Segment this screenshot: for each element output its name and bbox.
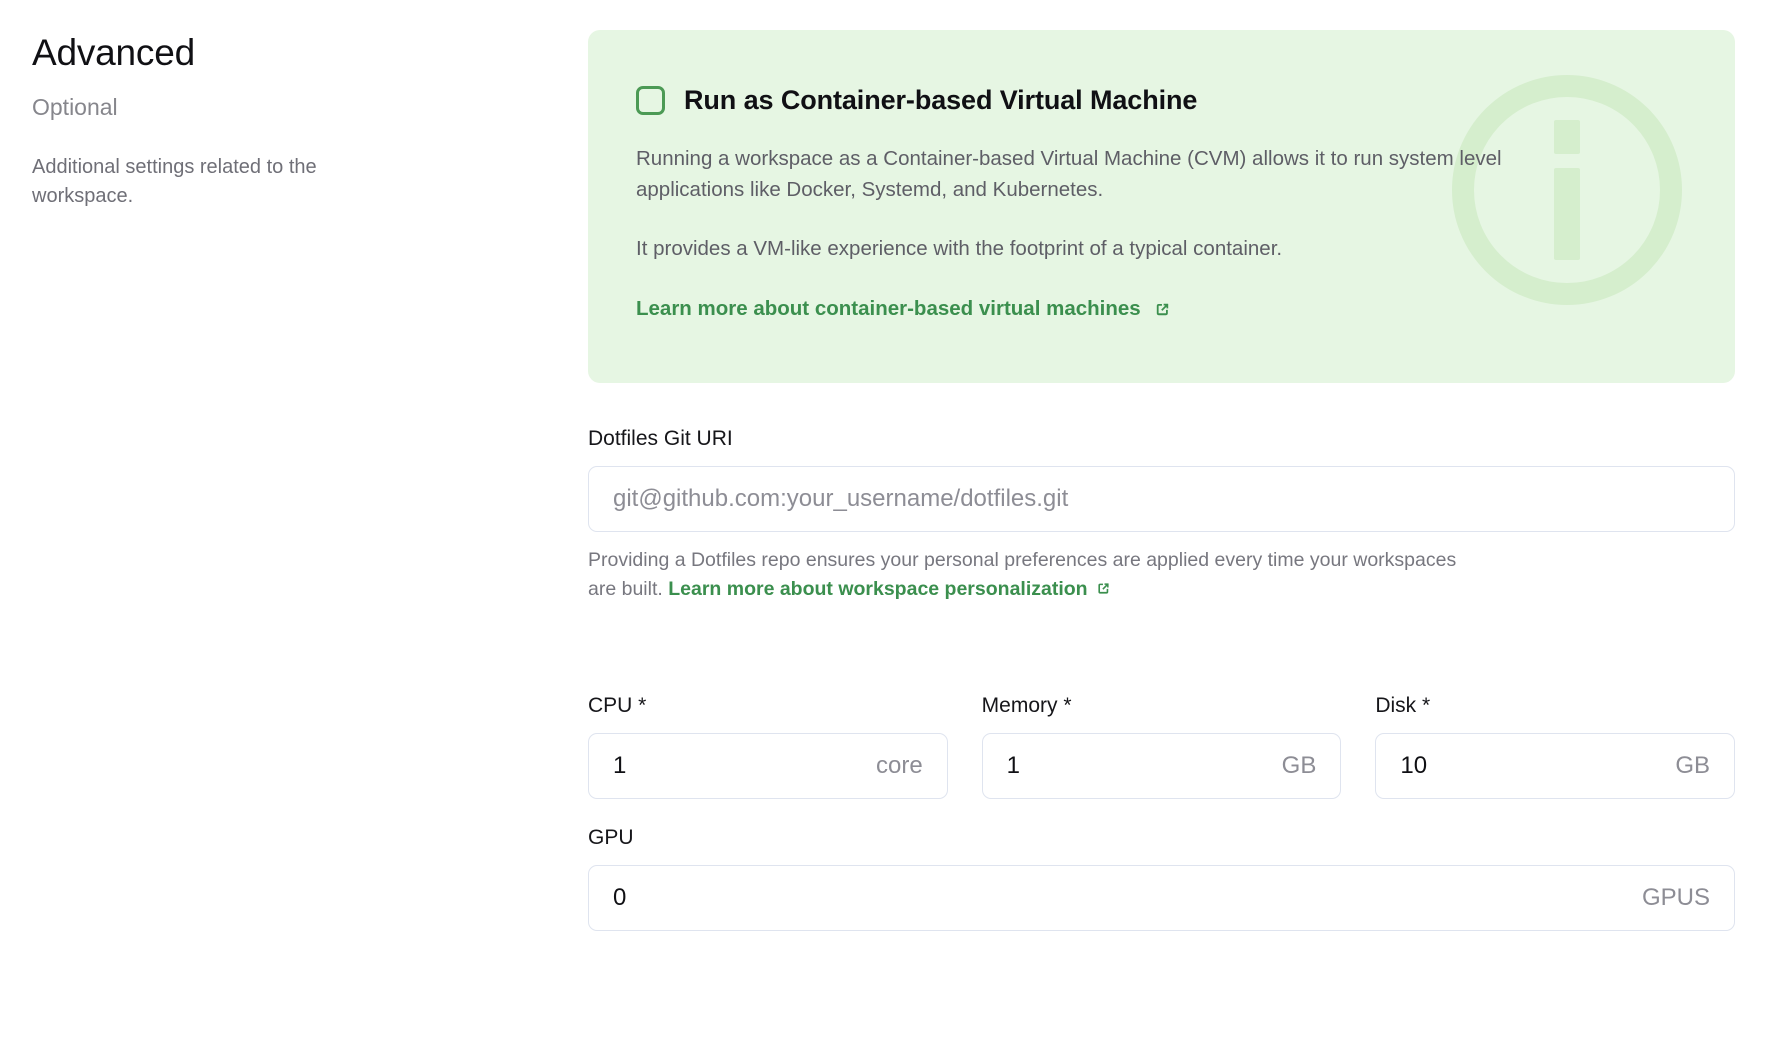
cvm-checkbox[interactable]: [636, 85, 665, 115]
memory-input[interactable]: 1 GB: [981, 733, 1342, 799]
dotfiles-help-text: Providing a Dotfiles repo ensures your p…: [588, 546, 1488, 604]
resource-row: CPU * 1 core Memory * 1 GB Disk * 10 GB: [588, 692, 1736, 799]
cvm-description-paragraph-2: It provides a VM-like experience with th…: [636, 237, 1283, 260]
disk-input[interactable]: 10 GB: [1375, 733, 1736, 799]
gpu-unit-suffix: GPUS: [1641, 884, 1710, 911]
dotfiles-input-placeholder: git@github.com:your_username/dotfiles.gi…: [613, 485, 1069, 512]
cvm-learn-more-link-label: Learn more about container-based virtual…: [636, 297, 1141, 320]
disk-field-block: Disk * 10 GB: [1375, 692, 1736, 799]
cvm-toggle-row[interactable]: Run as Container-based Virtual Machine: [636, 83, 1687, 117]
cpu-input-value: 1: [613, 752, 627, 779]
workspace-personalization-link[interactable]: Learn more about workspace personalizati…: [668, 578, 1088, 600]
gpu-input[interactable]: 0 GPUS: [588, 865, 1735, 931]
page-title: Advanced: [32, 32, 195, 73]
external-link-icon: [1095, 580, 1112, 597]
dotfiles-field-block: Dotfiles Git URI git@github.com:your_use…: [588, 425, 1735, 604]
cpu-unit-suffix: core: [875, 752, 923, 779]
page-description: Additional settings related to the works…: [32, 156, 317, 207]
disk-input-value: 10: [1400, 752, 1428, 779]
cpu-field-block: CPU * 1 core: [588, 692, 948, 799]
cvm-callout-content: Run as Container-based Virtual Machine R…: [636, 83, 1687, 323]
settings-form-column: Run as Container-based Virtual Machine R…: [520, 0, 1768, 931]
gpu-field-block: GPU 0 GPUS: [588, 824, 1735, 931]
gpu-label: GPU: [588, 826, 634, 849]
page-subtitle: Optional: [32, 94, 118, 120]
dotfiles-input[interactable]: git@github.com:your_username/dotfiles.gi…: [588, 466, 1735, 532]
disk-unit-suffix: GB: [1675, 752, 1711, 779]
cpu-input[interactable]: 1 core: [588, 733, 948, 799]
memory-field-block: Memory * 1 GB: [981, 692, 1342, 799]
memory-label: Memory *: [981, 694, 1072, 717]
cpu-label: CPU *: [588, 694, 647, 717]
cvm-callout: Run as Container-based Virtual Machine R…: [588, 30, 1735, 383]
memory-input-value: 1: [1006, 752, 1021, 779]
memory-unit-suffix: GB: [1281, 752, 1317, 779]
disk-label: Disk *: [1375, 694, 1431, 717]
external-link-icon: [1153, 300, 1172, 319]
gpu-input-value: 0: [613, 884, 627, 911]
cvm-checkbox-label: Run as Container-based Virtual Machine: [684, 85, 1198, 115]
cvm-learn-more-link[interactable]: Learn more about container-based virtual…: [636, 295, 1172, 323]
cvm-description-paragraph-1: Running a workspace as a Container-based…: [636, 147, 1502, 201]
section-description-column: Advanced Optional Additional settings re…: [0, 0, 520, 211]
dotfiles-label: Dotfiles Git URI: [588, 427, 733, 450]
dotfiles-help-prefix: Providing a Dotfiles repo ensures your p…: [588, 549, 1457, 600]
